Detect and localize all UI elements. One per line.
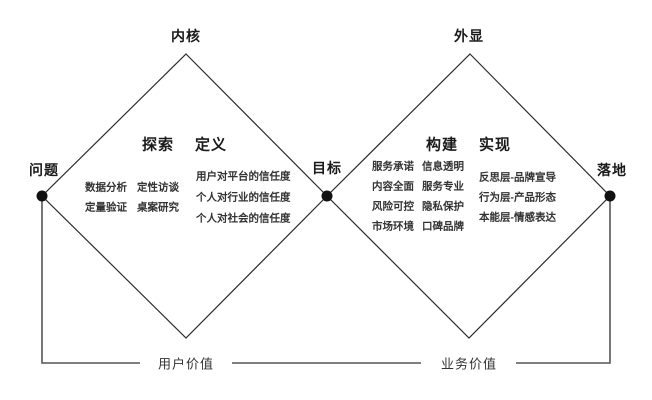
build-items-row: 内容全面 服务专业 (372, 179, 464, 194)
build-item: 隐私保护 (422, 200, 464, 213)
right-diamond-outline (326, 53, 611, 339)
build-items-row: 风险可控 隐私保护 (372, 199, 464, 214)
business-value-bracket-right-segment (516, 196, 611, 364)
explore-methods-row: 数据分析 定性访谈 (85, 180, 179, 195)
build-item: 内容全面 (372, 180, 414, 193)
explore-methods-row: 定量验证 桌案研究 (85, 200, 179, 215)
label-goal: 目标 (312, 160, 342, 176)
build-item: 风险可控 (372, 200, 414, 213)
label-landing: 落地 (597, 162, 627, 178)
build-item: 市场环境 (372, 220, 414, 233)
method-item: 桌案研究 (137, 201, 179, 214)
method-item: 定量验证 (85, 201, 127, 214)
deliver-item: 本能层-情感表达 (479, 211, 556, 224)
goal-node-dot (321, 190, 333, 202)
build-item: 信息透明 (422, 160, 464, 173)
deliver-item: 行为层-产品形态 (479, 191, 556, 204)
left-diamond-outline (41, 53, 328, 339)
deliver-item: 反思层-品牌宣导 (479, 171, 556, 184)
title-build: 构建 (425, 136, 459, 154)
method-item: 数据分析 (85, 181, 127, 194)
build-items-row: 市场环境 口碑品牌 (372, 219, 464, 234)
define-item: 个人对社会的信任度 (196, 212, 291, 225)
business-value-label: 业务价值 (440, 356, 498, 372)
user-value-bracket-left-segment (41, 196, 140, 364)
build-item: 口碑品牌 (422, 220, 464, 233)
build-items-row: 服务承诺 信息透明 (372, 159, 464, 174)
method-item: 定性访谈 (137, 181, 179, 194)
title-explore: 探索 (141, 136, 175, 154)
define-item: 用户对平台的信任度 (196, 170, 291, 183)
label-explicit: 外显 (454, 28, 484, 44)
landing-node-dot (604, 190, 616, 202)
user-value-label: 用户价值 (157, 356, 215, 372)
build-item: 服务专业 (422, 180, 464, 193)
build-item: 服务承诺 (372, 160, 414, 173)
label-core: 内核 (171, 28, 201, 44)
label-problem: 问题 (29, 162, 59, 178)
problem-node-dot (36, 190, 48, 202)
define-item: 个人对行业的信任度 (196, 191, 291, 204)
title-define: 定义 (194, 136, 228, 154)
title-realize: 实现 (478, 136, 512, 154)
